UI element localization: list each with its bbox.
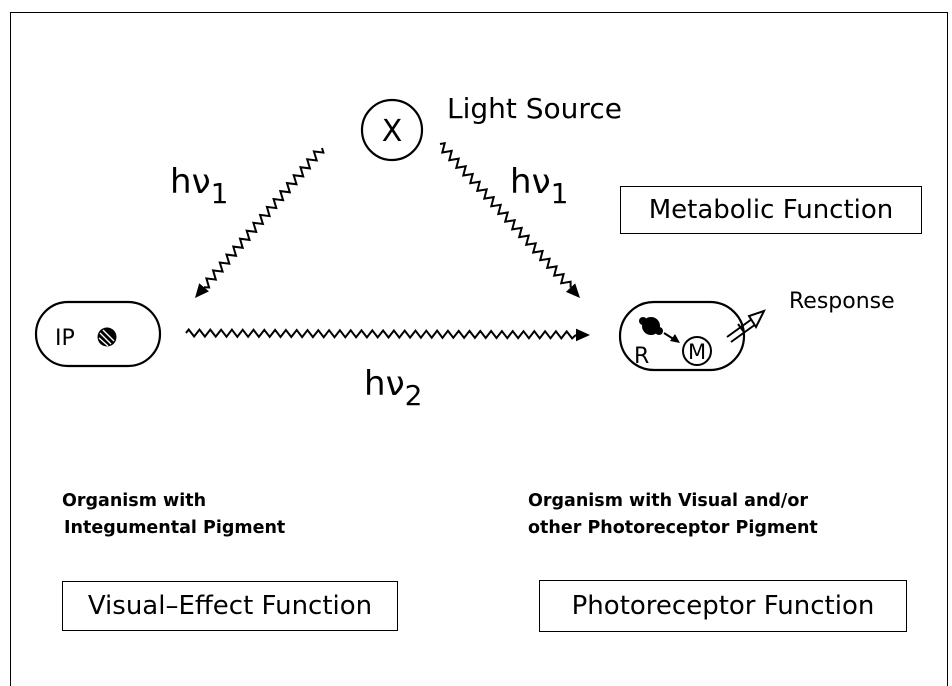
response-arrow-icon	[726, 309, 766, 343]
mediator-circle	[682, 336, 712, 366]
integumental-pigment-granule-icon	[97, 327, 117, 347]
photoreceptor-organism-cell	[618, 300, 746, 372]
arrowhead-to-receptor	[565, 283, 580, 298]
photoreceptor-function-box: Photoreceptor Function	[539, 580, 907, 632]
frequency-nu: ν	[385, 364, 405, 404]
light-source-label: Light Source	[447, 92, 622, 125]
subscript-2: 2	[404, 379, 423, 412]
visual-effect-function-box: Visual–Effect Function	[62, 581, 398, 631]
planck-h: h	[170, 162, 192, 202]
photon-label-right: hν1	[510, 162, 568, 210]
photon-label-bottom: hν2	[364, 364, 422, 412]
ip-label: IP	[55, 326, 75, 351]
left-caption-line1: Organism with	[62, 491, 207, 511]
photon-wave-ip-to-receptor	[185, 327, 577, 341]
subscript-1: 1	[210, 177, 229, 210]
receptor-label: R	[634, 344, 649, 369]
arrowhead-to-ip	[195, 283, 209, 298]
right-caption-line1: Organism with Visual and/or	[528, 491, 808, 511]
planck-h: h	[510, 162, 532, 202]
receptor-to-mediator-arrowhead	[670, 334, 680, 343]
arrowhead-to-receptor-horizontal	[576, 328, 590, 342]
light-source-circle	[360, 98, 424, 162]
left-caption-line2: Integumental Pigment	[64, 518, 286, 538]
photon-wave-source-to-receptor	[439, 141, 572, 288]
response-label: Response	[789, 289, 895, 314]
right-caption-line2: other Photoreceptor Pigment	[528, 518, 818, 538]
frequency-nu: ν	[531, 162, 551, 202]
planck-h: h	[364, 364, 386, 404]
photon-label-left: hν1	[170, 162, 228, 210]
light-source-symbol: X	[382, 114, 403, 149]
subscript-1: 1	[550, 177, 569, 210]
mediator-label: M	[688, 340, 706, 364]
metabolic-function-box: Metabolic Function	[620, 186, 922, 234]
receptor-pigment-granule-icon	[639, 317, 663, 335]
diagram-frame	[10, 12, 948, 686]
ip-organism-cell	[34, 300, 162, 368]
frequency-nu: ν	[191, 162, 211, 202]
photon-wave-source-to-ip	[203, 147, 325, 289]
